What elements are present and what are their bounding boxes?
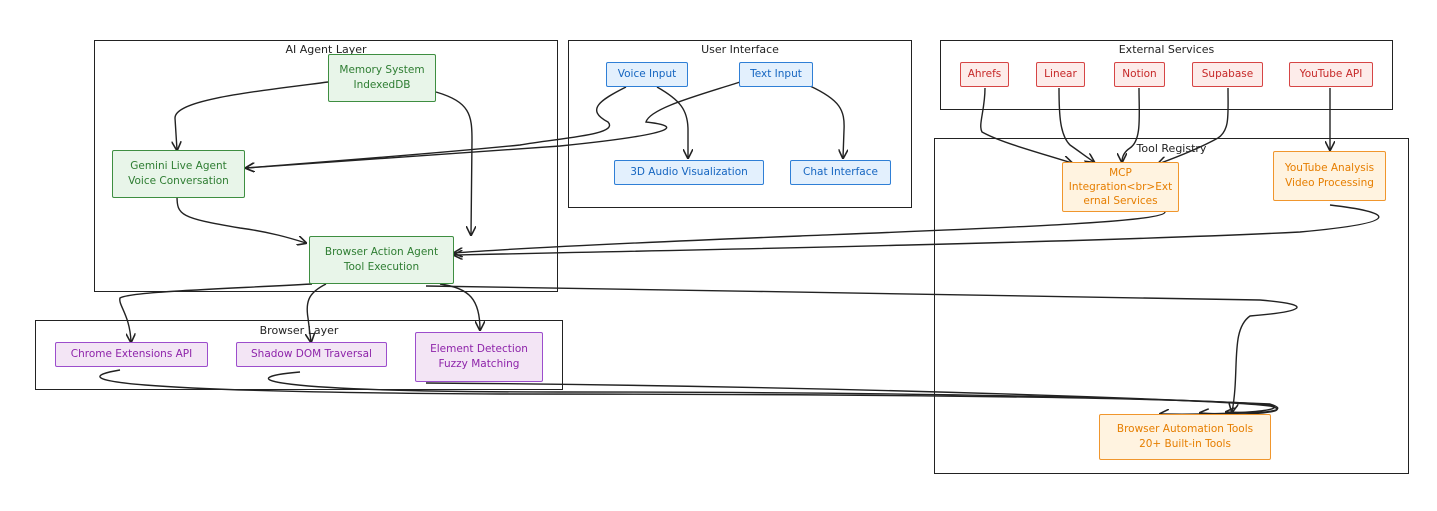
node-3d-audio-visualization[interactable]: 3D Audio Visualization [614,160,764,185]
group-title: External Services [1118,43,1215,56]
node-youtube-api[interactable]: YouTube API [1289,62,1373,87]
node-supabase[interactable]: Supabase [1192,62,1263,87]
node-voice-input[interactable]: Voice Input [606,62,688,87]
node-chat-interface[interactable]: Chat Interface [790,160,891,185]
node-shadow-dom-traversal[interactable]: Shadow DOM Traversal [236,342,387,367]
node-chrome-extensions-api[interactable]: Chrome Extensions API [55,342,208,367]
node-linear[interactable]: Linear [1036,62,1085,87]
node-text-input[interactable]: Text Input [739,62,813,87]
group-title: User Interface [701,43,779,56]
node-ahrefs[interactable]: Ahrefs [960,62,1009,87]
node-notion[interactable]: Notion [1114,62,1165,87]
group-title: AI Agent Layer [285,43,367,56]
